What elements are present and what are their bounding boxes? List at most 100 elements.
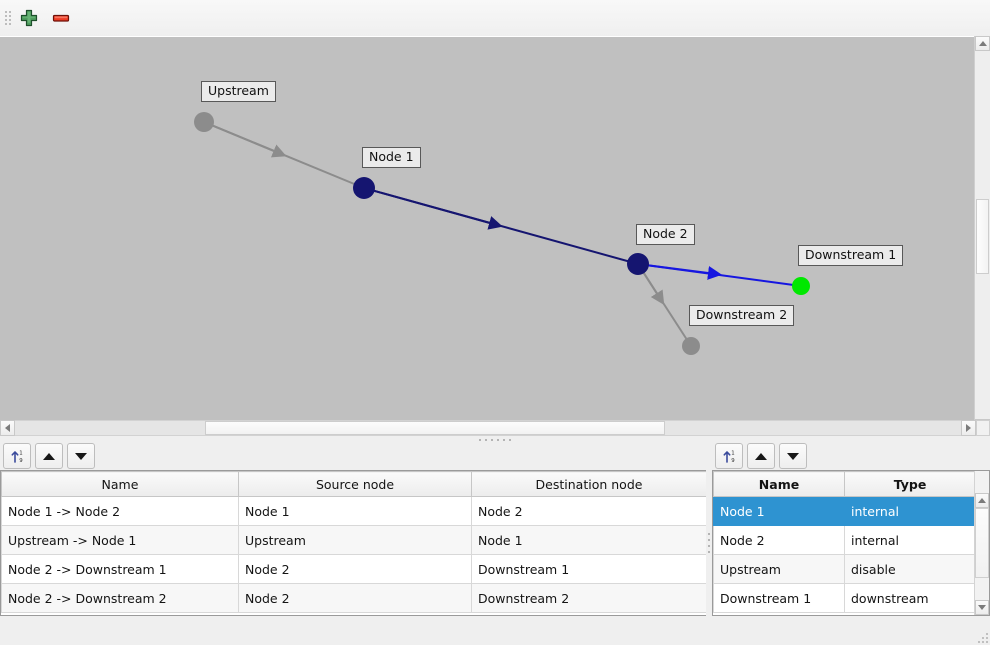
horizontal-splitter[interactable] bbox=[0, 436, 990, 444]
status-bar bbox=[0, 619, 990, 645]
graph-node-label-node2[interactable]: Node 2 bbox=[636, 224, 695, 245]
chevron-down-icon bbox=[978, 605, 986, 610]
main-toolbar bbox=[0, 0, 990, 37]
sort-ascending-icon: 1 9 bbox=[723, 451, 735, 464]
table-row[interactable]: Downstream 1 downstream bbox=[713, 583, 976, 613]
graph-node-upstream[interactable] bbox=[194, 112, 214, 132]
graph-node-label-downstream2[interactable]: Downstream 2 bbox=[689, 305, 795, 326]
nodes-cell-type[interactable]: disable bbox=[844, 554, 976, 584]
splitter-grip-icon bbox=[477, 439, 513, 441]
canvas-vscroll-thumb[interactable] bbox=[976, 199, 989, 274]
table-row[interactable]: Node 2 -> Downstream 2 Node 2 Downstream… bbox=[1, 583, 706, 613]
edge-node2-downstream1[interactable] bbox=[637, 263, 802, 287]
edges-panel-toolbar: 1 9 bbox=[0, 442, 707, 470]
edges-table[interactable]: Name Source node Destination node Node 1… bbox=[1, 471, 706, 613]
chevron-up-icon bbox=[978, 498, 986, 503]
window-resize-grip[interactable] bbox=[976, 631, 988, 643]
nodes-move-up-button[interactable] bbox=[747, 443, 775, 469]
edges-col-source[interactable]: Source node bbox=[238, 471, 472, 497]
svg-text:1: 1 bbox=[731, 451, 734, 457]
edges-cell-name[interactable]: Node 2 -> Downstream 2 bbox=[1, 583, 239, 613]
move-down-icon bbox=[75, 452, 87, 460]
nodes-cell-name[interactable]: Downstream 1 bbox=[713, 583, 845, 613]
scrollbar-corner bbox=[976, 420, 990, 436]
edges-cell-source[interactable]: Node 2 bbox=[238, 583, 472, 613]
edges-cell-destination[interactable]: Node 2 bbox=[471, 496, 706, 526]
edges-col-destination[interactable]: Destination node bbox=[471, 471, 706, 497]
edges-cell-source[interactable]: Node 2 bbox=[238, 554, 472, 584]
graph-node-label-node1[interactable]: Node 1 bbox=[362, 147, 421, 168]
nodes-table-header-row: Name Type bbox=[713, 471, 976, 497]
chevron-right-icon bbox=[966, 424, 971, 432]
nodes-cell-name[interactable]: Node 2 bbox=[713, 525, 845, 555]
nodes-cell-name[interactable]: Node 1 bbox=[713, 496, 845, 526]
nodes-cell-type[interactable]: downstream bbox=[844, 583, 976, 613]
graph-node-downstream1[interactable] bbox=[792, 277, 810, 295]
edges-cell-destination[interactable]: Downstream 2 bbox=[471, 583, 706, 613]
svg-text:1: 1 bbox=[19, 451, 22, 457]
remove-button[interactable] bbox=[45, 3, 77, 33]
graph-node-node2[interactable] bbox=[627, 253, 649, 275]
edge-node1-node2[interactable] bbox=[363, 187, 639, 265]
move-up-icon bbox=[755, 452, 767, 460]
edges-cell-source[interactable]: Node 1 bbox=[238, 496, 472, 526]
table-row[interactable]: Upstream disable bbox=[713, 554, 976, 584]
nodes-sort-button[interactable]: 1 9 bbox=[715, 443, 743, 469]
edge-upstream-node1[interactable] bbox=[203, 121, 365, 189]
edges-cell-name[interactable]: Node 2 -> Downstream 1 bbox=[1, 554, 239, 584]
edges-cell-destination[interactable]: Downstream 1 bbox=[471, 554, 706, 584]
canvas-scroll-up-button[interactable] bbox=[975, 36, 990, 51]
nodes-scroll-up-button[interactable] bbox=[975, 493, 989, 508]
table-row[interactable]: Node 2 internal bbox=[713, 525, 976, 555]
table-row[interactable]: Node 2 -> Downstream 1 Node 2 Downstream… bbox=[1, 554, 706, 584]
svg-text:9: 9 bbox=[19, 458, 23, 464]
canvas-vertical-scrollbar[interactable] bbox=[974, 36, 990, 434]
move-down-icon bbox=[787, 452, 799, 460]
edges-cell-destination[interactable]: Node 1 bbox=[471, 525, 706, 555]
canvas-scroll-right-button[interactable] bbox=[961, 420, 976, 436]
edges-cell-name[interactable]: Upstream -> Node 1 bbox=[1, 525, 239, 555]
nodes-vscroll-thumb[interactable] bbox=[975, 508, 989, 578]
nodes-panel-toolbar: 1 9 bbox=[712, 442, 990, 470]
vertical-splitter[interactable] bbox=[706, 470, 712, 616]
chevron-left-icon bbox=[5, 424, 10, 432]
edge-node2-downstream2[interactable] bbox=[637, 263, 692, 347]
nodes-move-down-button[interactable] bbox=[779, 443, 807, 469]
nodes-scroll-down-button[interactable] bbox=[975, 600, 989, 615]
edges-move-down-button[interactable] bbox=[67, 443, 95, 469]
remove-minus-icon bbox=[52, 14, 70, 22]
nodes-table[interactable]: Name Type Node 1 internal Node 2 interna… bbox=[713, 471, 976, 613]
nodes-cell-type[interactable]: internal bbox=[844, 496, 976, 526]
toolbar-drag-handle[interactable] bbox=[3, 7, 13, 29]
canvas-horizontal-scrollbar[interactable] bbox=[0, 420, 990, 436]
splitter-grip-icon bbox=[708, 531, 710, 555]
nodes-cell-type[interactable]: internal bbox=[844, 525, 976, 555]
graph-node-downstream2[interactable] bbox=[682, 337, 700, 355]
table-row[interactable]: Node 1 internal bbox=[713, 496, 976, 526]
svg-text:9: 9 bbox=[731, 458, 735, 464]
edges-col-name[interactable]: Name bbox=[1, 471, 239, 497]
table-row[interactable]: Upstream -> Node 1 Upstream Node 1 bbox=[1, 525, 706, 555]
nodes-col-name[interactable]: Name bbox=[713, 471, 845, 497]
nodes-table-vertical-scrollbar[interactable] bbox=[974, 471, 989, 615]
table-row[interactable]: Node 1 -> Node 2 Node 1 Node 2 bbox=[1, 496, 706, 526]
nodes-cell-name[interactable]: Upstream bbox=[713, 554, 845, 584]
graph-canvas-surface[interactable]: Upstream Node 1 Node 2 Downstream 1 Down… bbox=[0, 37, 975, 421]
canvas-hscroll-thumb[interactable] bbox=[205, 421, 665, 435]
graph-canvas[interactable]: Upstream Node 1 Node 2 Downstream 1 Down… bbox=[0, 36, 990, 435]
graph-node-label-downstream1[interactable]: Downstream 1 bbox=[798, 245, 904, 266]
edges-cell-name[interactable]: Node 1 -> Node 2 bbox=[1, 496, 239, 526]
edges-table-frame: Name Source node Destination node Node 1… bbox=[0, 470, 707, 616]
edges-cell-source[interactable]: Upstream bbox=[238, 525, 472, 555]
graph-node-node1[interactable] bbox=[353, 177, 375, 199]
graph-node-label-upstream[interactable]: Upstream bbox=[201, 81, 276, 102]
nodes-table-frame: Name Type Node 1 internal Node 2 interna… bbox=[712, 470, 990, 616]
move-up-icon bbox=[43, 452, 55, 460]
edges-move-up-button[interactable] bbox=[35, 443, 63, 469]
add-button[interactable] bbox=[13, 3, 45, 33]
canvas-scroll-left-button[interactable] bbox=[0, 420, 15, 436]
sort-ascending-icon: 1 9 bbox=[11, 451, 23, 464]
edges-sort-button[interactable]: 1 9 bbox=[3, 443, 31, 469]
nodes-col-type[interactable]: Type bbox=[844, 471, 976, 497]
